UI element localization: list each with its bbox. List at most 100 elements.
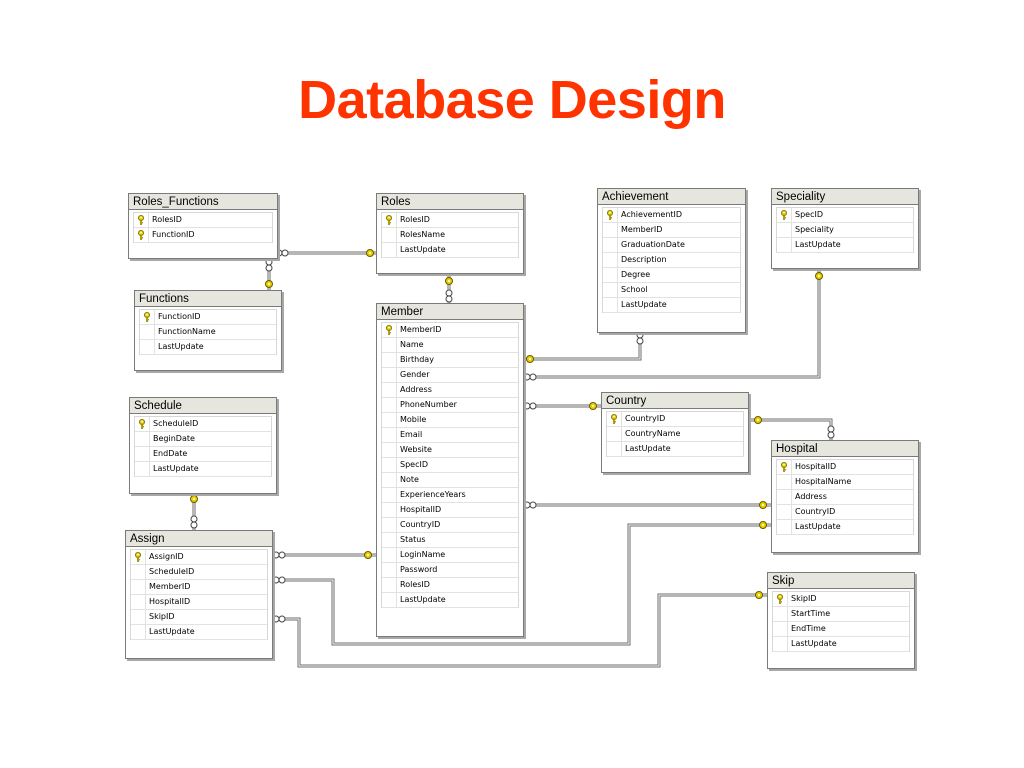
- column-row[interactable]: Password: [382, 563, 518, 578]
- column-row[interactable]: LastUpdate: [777, 520, 913, 535]
- column-row[interactable]: EndDate: [135, 447, 271, 462]
- column-row[interactable]: LastUpdate: [603, 298, 740, 313]
- column-row[interactable]: Degree: [603, 268, 740, 283]
- column-row[interactable]: ExperienceYears: [382, 488, 518, 503]
- column-name: Website: [400, 445, 432, 454]
- column-name: RolesName: [400, 230, 446, 239]
- column-row[interactable]: ScheduleID: [135, 417, 271, 432]
- column-row[interactable]: Birthday: [382, 353, 518, 368]
- column-row[interactable]: Website: [382, 443, 518, 458]
- key-icon: [366, 249, 374, 257]
- column-row[interactable]: RolesID: [382, 213, 518, 228]
- column-row[interactable]: CountryID: [777, 505, 913, 520]
- column-name: LastUpdate: [625, 444, 671, 453]
- relationship-line-inner: [522, 331, 641, 360]
- column-row[interactable]: BeginDate: [135, 432, 271, 447]
- column-row[interactable]: RolesID: [134, 213, 272, 228]
- row-selector: [140, 310, 155, 324]
- column-row[interactable]: CountryID: [607, 412, 743, 427]
- column-row[interactable]: EndTime: [773, 622, 909, 637]
- column-row[interactable]: CountryName: [607, 427, 743, 442]
- infinity-icon: [445, 289, 453, 303]
- table-title: Hospital: [772, 441, 918, 457]
- column-row[interactable]: LastUpdate: [607, 442, 743, 457]
- row-selector: [382, 398, 397, 412]
- column-row[interactable]: SpecID: [777, 208, 913, 223]
- column-name: RolesID: [400, 580, 430, 589]
- column-name: PhoneNumber: [400, 400, 457, 409]
- column-row[interactable]: ScheduleID: [131, 565, 267, 580]
- column-row[interactable]: Name: [382, 338, 518, 353]
- column-name: BeginDate: [153, 434, 195, 443]
- key-icon: [759, 521, 767, 529]
- column-row[interactable]: FunctionID: [134, 228, 272, 243]
- row-selector: [603, 268, 618, 282]
- column-row[interactable]: MemberID: [131, 580, 267, 595]
- column-row[interactable]: Gender: [382, 368, 518, 383]
- column-row[interactable]: PhoneNumber: [382, 398, 518, 413]
- column-row[interactable]: Status: [382, 533, 518, 548]
- column-row[interactable]: LoginName: [382, 548, 518, 563]
- column-row[interactable]: Address: [382, 383, 518, 398]
- column-row[interactable]: HospitalID: [131, 595, 267, 610]
- column-row[interactable]: GraduationDate: [603, 238, 740, 253]
- column-row[interactable]: LastUpdate: [140, 340, 276, 355]
- column-row[interactable]: CountryID: [382, 518, 518, 533]
- column-row[interactable]: SkipID: [773, 592, 909, 607]
- column-row[interactable]: Email: [382, 428, 518, 443]
- column-row[interactable]: LastUpdate: [773, 637, 909, 652]
- column-row[interactable]: HospitalName: [777, 475, 913, 490]
- column-row[interactable]: AchievementID: [603, 208, 740, 223]
- column-name: LastUpdate: [795, 240, 841, 249]
- column-row[interactable]: FunctionID: [140, 310, 276, 325]
- column-name: Status: [400, 535, 426, 544]
- column-row[interactable]: Mobile: [382, 413, 518, 428]
- column-row[interactable]: SpecID: [382, 458, 518, 473]
- key-icon: [589, 402, 597, 410]
- column-row[interactable]: LastUpdate: [382, 593, 518, 608]
- column-row[interactable]: HospitalID: [777, 460, 913, 475]
- column-row[interactable]: RolesName: [382, 228, 518, 243]
- infinity-icon: [523, 402, 537, 410]
- column-name: LastUpdate: [795, 522, 841, 531]
- column-name: MemberID: [400, 325, 442, 334]
- column-row[interactable]: LastUpdate: [135, 462, 271, 477]
- column-name: StartTime: [791, 609, 831, 618]
- primary-key-icon: [781, 210, 787, 220]
- column-row[interactable]: LastUpdate: [777, 238, 913, 253]
- column-row[interactable]: Speciality: [777, 223, 913, 238]
- column-row[interactable]: RolesID: [382, 578, 518, 593]
- column-row[interactable]: SkipID: [131, 610, 267, 625]
- column-row[interactable]: MemberID: [603, 223, 740, 238]
- column-row[interactable]: LastUpdate: [131, 625, 267, 640]
- infinity-icon: [265, 258, 273, 272]
- column-row[interactable]: Note: [382, 473, 518, 488]
- row-selector: [777, 223, 792, 237]
- column-row[interactable]: MemberID: [382, 323, 518, 338]
- column-row[interactable]: AssignID: [131, 550, 267, 565]
- row-selector: [603, 283, 618, 297]
- column-row[interactable]: School: [603, 283, 740, 298]
- row-selector: [382, 383, 397, 397]
- column-row[interactable]: FunctionName: [140, 325, 276, 340]
- column-row[interactable]: Description: [603, 253, 740, 268]
- column-row[interactable]: LastUpdate: [382, 243, 518, 258]
- column-row[interactable]: Address: [777, 490, 913, 505]
- row-selector: [134, 228, 149, 242]
- row-selector: [382, 228, 397, 242]
- row-selector: [131, 625, 146, 639]
- column-row[interactable]: HospitalID: [382, 503, 518, 518]
- column-row[interactable]: StartTime: [773, 607, 909, 622]
